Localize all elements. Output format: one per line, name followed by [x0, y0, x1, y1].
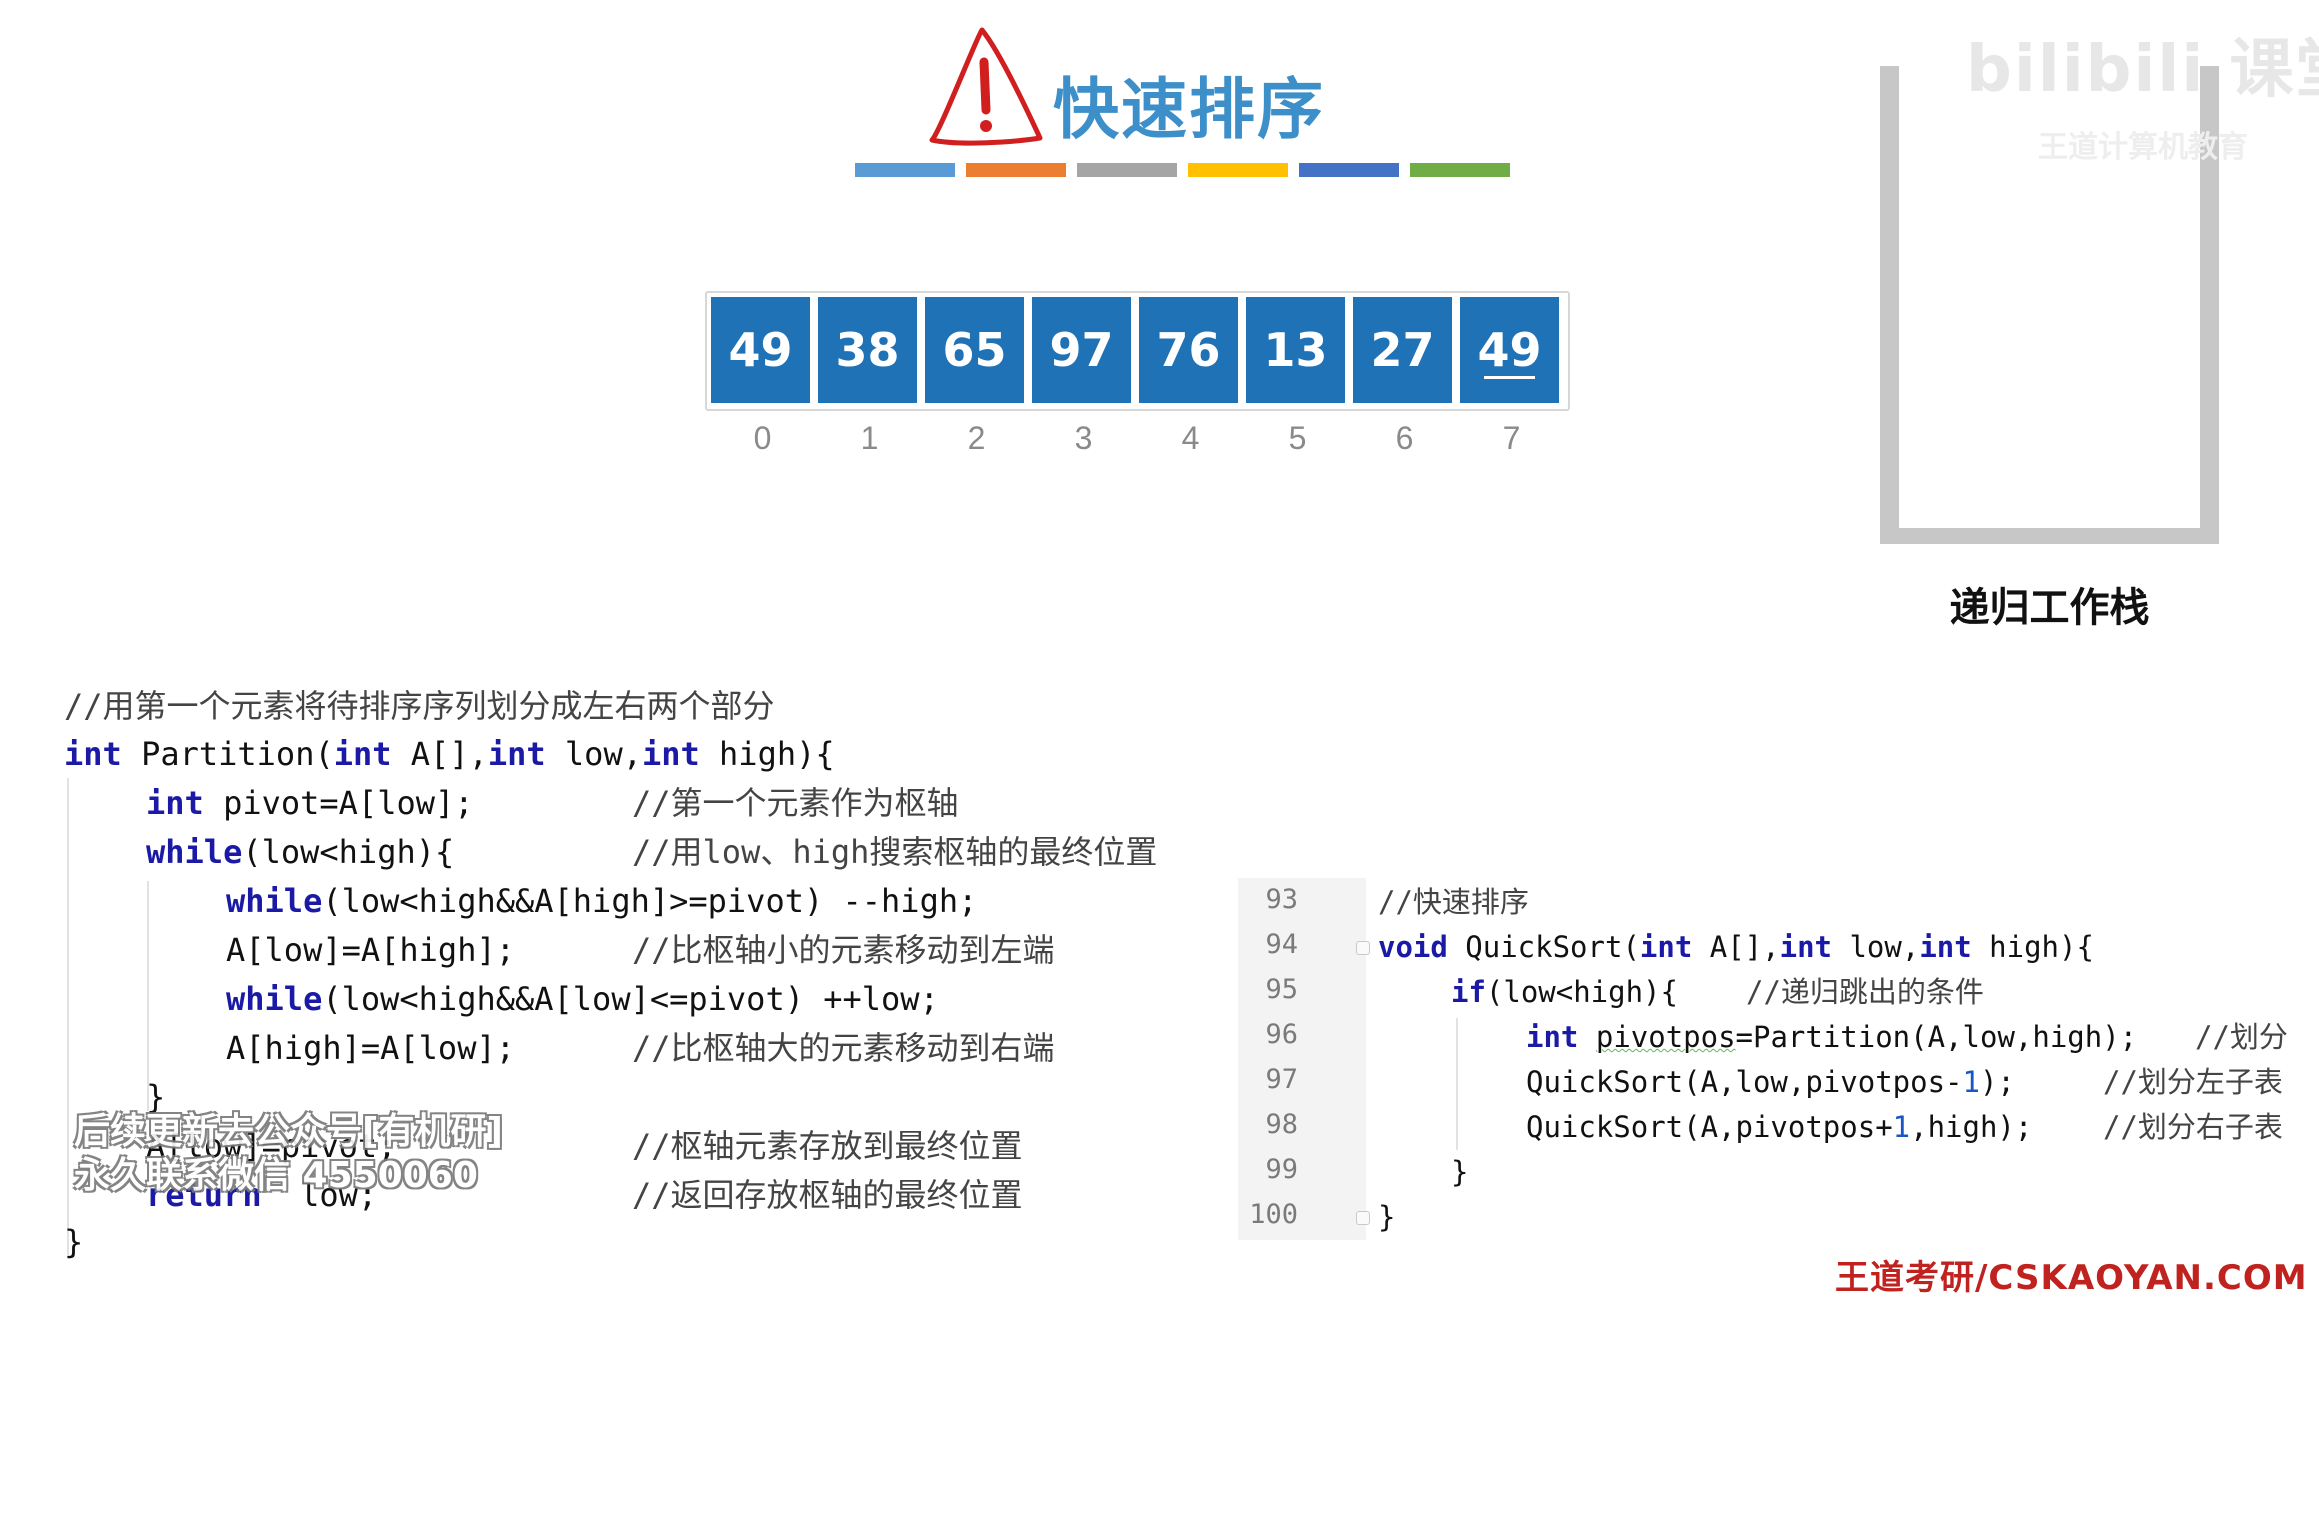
pivot-underline	[1484, 376, 1535, 379]
title-area: 快速排序	[920, 22, 1340, 152]
code-line: while(low<high){	[146, 833, 455, 871]
code-line: int Partition(int A[],int low,int high){	[64, 735, 835, 773]
code-comment: //比枢轴大的元素移动到右端	[632, 1029, 1055, 1067]
code-comment: //返回存放枢轴的最终位置	[632, 1176, 1023, 1214]
array-index: 4	[1181, 420, 1200, 456]
code-line: while(low<high&&A[high]>=pivot) --high;	[226, 882, 978, 920]
array-index: 0	[753, 420, 772, 456]
indent-guide	[67, 778, 69, 1258]
array-cell: 76	[1139, 297, 1238, 403]
warning-icon	[929, 27, 1043, 146]
code-line: if(low<high){	[1451, 975, 1678, 1009]
code-line: return low;	[146, 1176, 378, 1214]
code-line: A[low]=A[high];	[226, 931, 515, 969]
array-index: 6	[1395, 420, 1414, 456]
line-number: 95	[1265, 974, 1298, 1005]
overlay-watermark-line: 永久联系微信 4550060	[74, 1155, 478, 1196]
line-number: 99	[1265, 1154, 1298, 1185]
color-divider	[855, 163, 1510, 177]
line-number: 96	[1265, 1019, 1298, 1050]
code-line: A[low]=pivot;	[146, 1127, 397, 1165]
code-line: }	[146, 1078, 166, 1116]
array-index: 5	[1288, 420, 1307, 456]
logo-watermark-small: 王道计算机教育	[2038, 130, 2248, 165]
code-line: }	[64, 1223, 84, 1261]
color-segment	[1077, 163, 1177, 177]
code-comment: //快速排序	[1378, 885, 1529, 919]
quicksort-code-block: 93 94 95 96 97 98 99 100 //快速排序 void Qui…	[1238, 878, 2319, 1240]
code-comment: //第一个元素作为枢轴	[632, 784, 959, 822]
array-cell: 13	[1246, 297, 1345, 403]
stack-label: 递归工作栈	[1949, 585, 2150, 631]
array-index: 1	[860, 420, 879, 456]
array-cell: 49	[1460, 297, 1559, 403]
color-segment	[1299, 163, 1399, 177]
code-comment: //用low、high搜索枢轴的最终位置	[632, 833, 1158, 871]
fold-marker[interactable]	[1356, 941, 1370, 955]
code-line: while(low<high&&A[low]<=pivot) ++low;	[226, 980, 939, 1018]
overlay-watermark: 后续更新去公众号[有机研] 永久联系微信 4550060	[74, 1110, 594, 1200]
color-segment	[1410, 163, 1510, 177]
code-line: }	[1451, 1155, 1469, 1189]
logo-watermark: bilibili 课堂 王道计算机教育	[1960, 14, 2319, 165]
indent-guide	[147, 881, 149, 1111]
array-cell: 49	[711, 297, 810, 403]
code-comment: //递归跳出的条件	[1746, 975, 1984, 1009]
code-comment: //划分左子表	[2103, 1065, 2283, 1099]
array-cell: 97	[1032, 297, 1131, 403]
logo-watermark-big: bilibili 课堂	[1966, 33, 2319, 107]
line-number-gutter	[1238, 878, 1366, 1240]
line-number: 93	[1265, 884, 1298, 915]
code-line: int pivot=A[low];	[146, 784, 474, 822]
code-comment-header: //用第一个元素将待排序序列划分成左右两个部分	[64, 687, 775, 725]
stack-right-wall	[2200, 66, 2219, 544]
code-line: void QuickSort(int A[],int low,int high)…	[1378, 930, 2094, 964]
code-line: QuickSort(A,pivotpos+1,high);	[1526, 1110, 2033, 1144]
line-number: 98	[1265, 1109, 1298, 1140]
array-cell: 65	[925, 297, 1024, 403]
array-cell: 27	[1353, 297, 1452, 403]
line-number: 97	[1265, 1064, 1298, 1095]
code-line: }	[1378, 1200, 1396, 1234]
footer-brand: 王道考研/CSKAOYAN.COM	[1835, 1258, 2308, 1298]
code-line: A[high]=A[low];	[226, 1029, 515, 1067]
code-comment: //划分右子表	[2103, 1110, 2283, 1144]
line-number: 100	[1249, 1199, 1298, 1230]
page-title: 快速排序	[1053, 71, 1325, 148]
indent-guide	[1456, 1018, 1458, 1150]
array-index: 7	[1502, 420, 1521, 456]
array-index: 3	[1074, 420, 1093, 456]
array-indices: 0 1 2 3 4 5 6 7	[713, 420, 1578, 457]
code-comment: //比枢轴小的元素移动到左端	[632, 931, 1055, 969]
array-cell: 38	[818, 297, 917, 403]
color-segment	[1188, 163, 1288, 177]
array-index: 2	[967, 420, 986, 456]
stack-bottom-wall	[1880, 528, 2219, 544]
code-comment: //划分	[2195, 1020, 2288, 1054]
stack-left-wall	[1880, 66, 1899, 544]
code-comment: //枢轴元素存放到最终位置	[632, 1127, 1023, 1165]
color-segment	[855, 163, 955, 177]
color-segment	[966, 163, 1066, 177]
overlay-watermark-line: 后续更新去公众号[有机研]	[74, 1111, 503, 1152]
fold-marker[interactable]	[1356, 1211, 1370, 1225]
partition-code-block: //用第一个元素将待排序序列划分成左右两个部分 int Partition(in…	[64, 683, 1224, 1263]
code-line: QuickSort(A,low,pivotpos-1);	[1526, 1065, 2015, 1099]
line-number: 94	[1265, 929, 1298, 960]
code-line: int pivotpos=Partition(A,low,high);	[1526, 1020, 2138, 1054]
